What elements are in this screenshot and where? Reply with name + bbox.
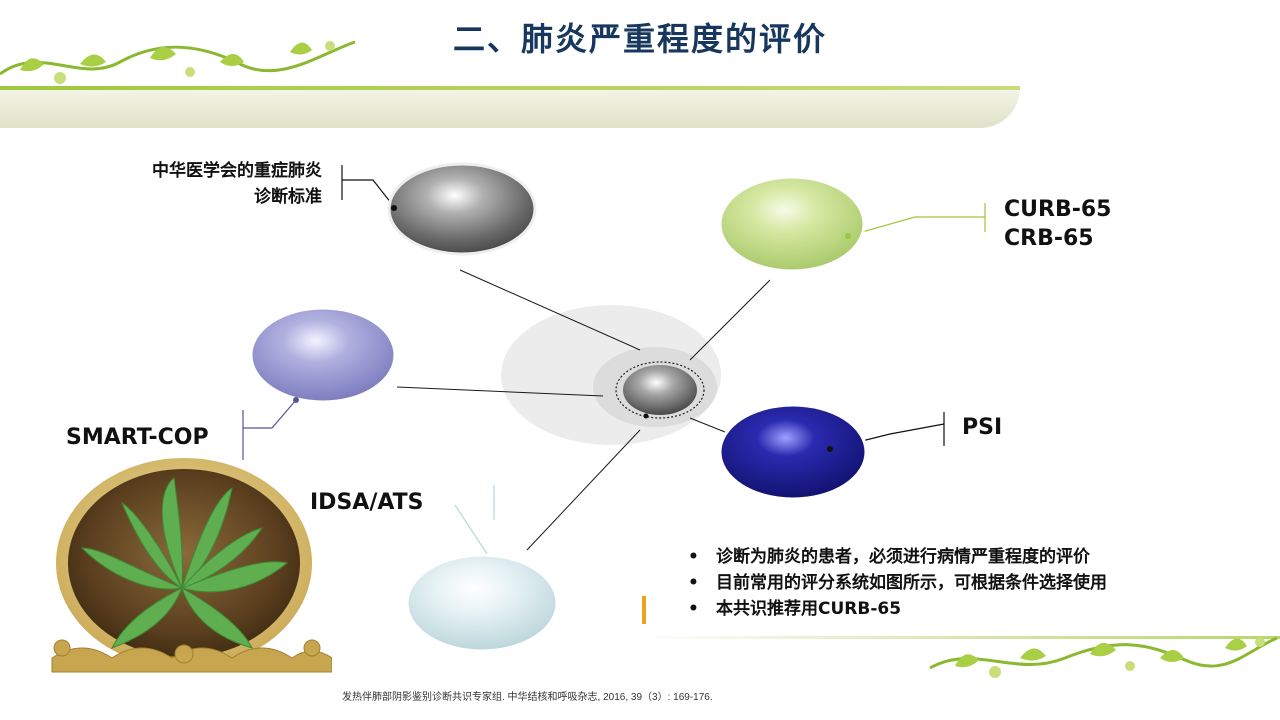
label-psi: PSI bbox=[962, 415, 1003, 440]
slide-title: 二、肺炎严重程度的评价 bbox=[452, 20, 827, 58]
footer-line bbox=[640, 636, 1280, 639]
floral-vine-icon bbox=[0, 40, 356, 84]
label-cn-line1: 中华医学会的重症肺炎 bbox=[152, 161, 322, 181]
header-line bbox=[0, 86, 1020, 90]
floral-vine-icon bbox=[929, 636, 1278, 678]
label-cn-criteria: 中华医学会的重症肺炎 诊断标准 bbox=[60, 158, 322, 210]
accent-bar bbox=[642, 596, 646, 624]
label-curb-65: CURB-65 bbox=[1004, 197, 1112, 222]
node-cn-criteria bbox=[387, 162, 537, 256]
label-crb-65: CRB-65 bbox=[1004, 226, 1094, 251]
callout-curb bbox=[847, 203, 986, 237]
header-band bbox=[0, 88, 1020, 128]
bullet-item: 目前常用的评分系统如图所示，可根据条件选择使用 bbox=[688, 570, 1107, 596]
citation: 发热伴肺部阴影鉴别诊断共识专家组. 中华结核和呼吸杂志, 2016, 39（3）… bbox=[342, 692, 713, 703]
label-idsa-ats: IDSA/ATS bbox=[310, 490, 424, 515]
hub-dotted-ring bbox=[615, 361, 705, 419]
callout-psi bbox=[829, 412, 945, 450]
label-cn-line2: 诊断标准 bbox=[254, 187, 322, 207]
node-curb bbox=[718, 175, 866, 273]
bullet-item: 诊断为肺炎的患者，必须进行病情严重程度的评价 bbox=[688, 544, 1107, 570]
bullet-item: 本共识推荐用CURB-65 bbox=[688, 596, 1107, 622]
node-psi bbox=[718, 403, 868, 501]
callout-smart bbox=[242, 399, 297, 460]
label-curb: CURB-65 CRB-65 bbox=[1004, 195, 1111, 253]
node-hub bbox=[623, 365, 697, 415]
label-smart-cop: SMART-COP bbox=[66, 425, 209, 450]
node-idsa-ats bbox=[405, 553, 559, 653]
summary-bullets: 诊断为肺炎的患者，必须进行病情严重程度的评价 目前常用的评分系统如图所示，可根据… bbox=[688, 544, 1107, 622]
plant-photo-icon bbox=[51, 458, 332, 673]
callout-cn bbox=[341, 165, 396, 209]
node-smart-cop bbox=[249, 306, 397, 404]
